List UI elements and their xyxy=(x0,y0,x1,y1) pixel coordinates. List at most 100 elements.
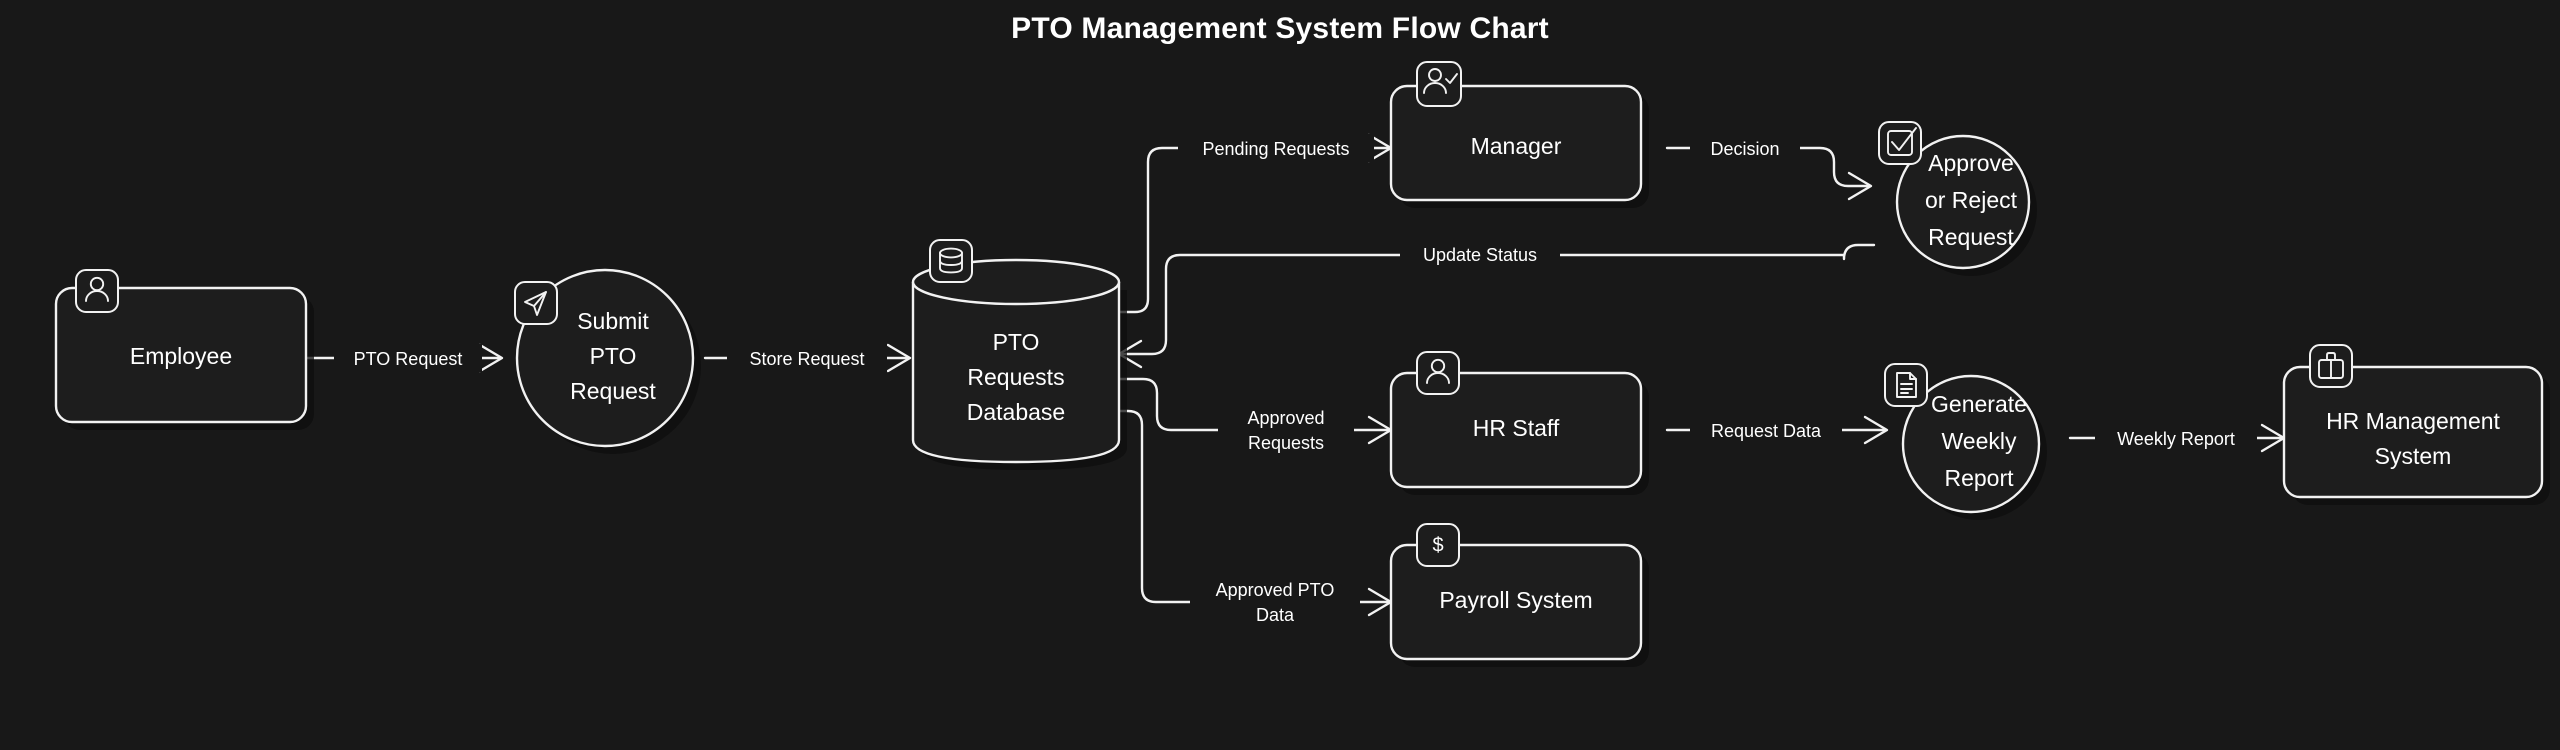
dollar-icon: $ xyxy=(1416,523,1460,567)
edge-label-store-request: Store Request xyxy=(749,349,864,369)
database-icon xyxy=(929,239,973,283)
node-shape-circle xyxy=(1901,374,2041,514)
edge-label-bg xyxy=(1690,134,1800,162)
person-body xyxy=(1426,372,1450,384)
check-mark xyxy=(1891,127,1917,151)
edge-pto-request: PTO Request xyxy=(304,343,504,373)
edge-line xyxy=(1117,146,1391,314)
doc-page xyxy=(1896,372,1917,398)
edge-request-data: Request Data xyxy=(1665,415,1889,445)
node-label-report-line1: Generate xyxy=(1931,391,2027,417)
send-icon xyxy=(514,281,558,325)
badge-box xyxy=(1878,121,1922,165)
node-label-report-line3: Report xyxy=(1944,465,2014,491)
node-label-approve-line1: Approve xyxy=(1928,150,2014,176)
arrowhead-icon xyxy=(1863,415,1889,445)
node-submit-pto-request[interactable]: Submit PTO Request xyxy=(514,268,701,454)
db-body xyxy=(939,252,963,274)
badge-box xyxy=(1416,523,1460,567)
doc-lines xyxy=(1900,383,1913,394)
edge-update-status: Update Status xyxy=(1117,241,1876,369)
node-pto-requests-database[interactable]: PTO Requests Database xyxy=(911,239,1127,470)
node-label-hr-staff: HR Staff xyxy=(1473,415,1560,441)
node-label-submit-line2: PTO xyxy=(590,343,637,369)
edge-label-bg xyxy=(1178,134,1374,162)
node-employee[interactable]: Employee xyxy=(54,269,314,430)
edge-label-weekly-report: Weekly Report xyxy=(2117,429,2235,449)
person-icon xyxy=(75,269,119,313)
node-shape-rounded-rect xyxy=(54,286,308,424)
edge-label-bg xyxy=(2095,424,2257,452)
check-mark xyxy=(1445,73,1458,84)
node-shape-circle xyxy=(1895,134,2031,270)
node-payroll-system[interactable]: Payroll System $ xyxy=(1389,523,1649,667)
node-shape-rounded-rect xyxy=(1389,84,1643,202)
node-label-database-line2: Requests xyxy=(967,364,1064,390)
node-shape-circle xyxy=(515,268,695,448)
edge-label-bg xyxy=(1400,241,1560,269)
edge-store-request: Store Request xyxy=(703,343,912,373)
checkbox-square xyxy=(1887,130,1913,156)
badge-box xyxy=(1884,363,1928,407)
node-label-manager: Manager xyxy=(1471,133,1562,159)
badge-box xyxy=(929,239,973,283)
node-label-submit-line1: Submit xyxy=(577,308,649,334)
node-label-report-line2: Weekly xyxy=(1942,428,2017,454)
node-label-database-line1: PTO xyxy=(993,329,1040,355)
node-label-payroll-system: Payroll System xyxy=(1439,587,1592,613)
page-title: PTO Management System Flow Chart xyxy=(1011,12,1549,45)
node-generate-weekly-report[interactable]: Generate Weekly Report xyxy=(1884,363,2047,520)
node-shape-rounded-rect xyxy=(1389,543,1643,661)
person-body xyxy=(1423,82,1447,94)
edge-label-bg xyxy=(727,344,887,372)
person-body xyxy=(85,290,109,302)
dollar-glyph: $ xyxy=(1432,534,1443,556)
edge-line xyxy=(1665,146,1871,188)
briefcase-icon xyxy=(2309,344,2353,388)
arrowhead-icon xyxy=(1847,171,1873,201)
edge-label-bg xyxy=(1218,402,1354,458)
edge-label-approved-requests-line2: Requests xyxy=(1248,433,1324,453)
edge-label-bg xyxy=(1190,574,1360,630)
edge-approved-pto-data: Approved PTO Data xyxy=(1117,409,1393,630)
edge-label-approved-pto-line1: Approved PTO xyxy=(1216,580,1335,600)
node-label-submit-line3: Request xyxy=(570,378,656,404)
edge-label-update-status: Update Status xyxy=(1423,245,1537,265)
node-label-approve-line3: Request xyxy=(1928,224,2014,250)
node-label-database-line3: Database xyxy=(967,399,1065,425)
doc-corner xyxy=(1909,372,1917,380)
node-label-employee: Employee xyxy=(130,343,232,369)
edge-pending-requests: Pending Requests xyxy=(1117,133,1393,314)
node-approve-or-reject-request[interactable]: Approve or Reject Request xyxy=(1878,121,2037,276)
edge-label-approved-requests-line1: Approved xyxy=(1247,408,1324,428)
db-ring xyxy=(939,259,963,266)
edge-label-bg xyxy=(334,344,482,372)
person-icon xyxy=(1416,351,1460,395)
edge-line xyxy=(1117,409,1391,604)
edge-decision: Decision xyxy=(1665,134,1873,201)
node-label-hrsystem-line1: HR Management xyxy=(2326,408,2500,434)
edge-weekly-report: Weekly Report xyxy=(2068,423,2286,453)
arrowhead-icon xyxy=(886,343,912,373)
edge-label-pto-request: PTO Request xyxy=(354,349,463,369)
checkbox-checked-icon xyxy=(1878,121,1922,165)
edge-label-decision: Decision xyxy=(1710,139,1779,159)
briefcase-handle xyxy=(2326,352,2336,361)
node-shape-cylinder-body xyxy=(911,282,1121,464)
node-manager[interactable]: Manager xyxy=(1389,61,1649,208)
node-label-approve-line2: or Reject xyxy=(1925,187,2018,213)
edge-label-bg xyxy=(1690,416,1842,444)
person-head xyxy=(1428,68,1442,82)
edge-label-pending-requests: Pending Requests xyxy=(1202,139,1349,159)
person-check-icon xyxy=(1416,61,1462,107)
document-icon xyxy=(1884,363,1928,407)
arrowhead-icon xyxy=(478,343,504,373)
node-hr-staff[interactable]: HR Staff xyxy=(1389,351,1649,495)
node-hr-management-system[interactable]: HR Management System xyxy=(2282,344,2550,505)
edge-label-request-data: Request Data xyxy=(1711,421,1822,441)
edge-label-approved-pto-line2: Data xyxy=(1256,605,1295,625)
paper-plane-fold xyxy=(533,291,547,307)
node-shape-rounded-rect xyxy=(2282,365,2544,499)
